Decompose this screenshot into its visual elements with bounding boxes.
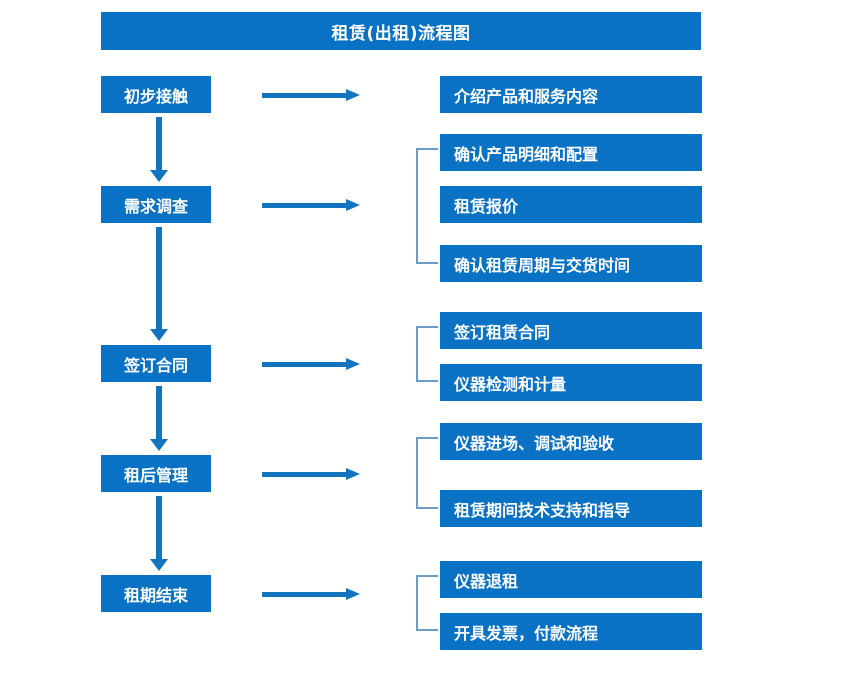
down-arrow-icon-3 <box>150 386 168 451</box>
right-arrow-icon-4 <box>262 466 362 482</box>
arrow-head <box>150 559 168 571</box>
arrow-shaft <box>262 203 348 208</box>
down-arrow-icon-1 <box>150 117 168 182</box>
arrow-shaft <box>156 386 162 439</box>
arrow-shaft <box>156 227 162 329</box>
stage-box-2[interactable]: 需求调查 <box>101 186 211 223</box>
down-arrow-icon-2 <box>150 227 168 341</box>
stage-box-1[interactable]: 初步接触 <box>101 76 211 113</box>
down-arrow-icon-4 <box>150 496 168 571</box>
arrow-shaft <box>262 592 348 597</box>
right-arrow-icon-3 <box>262 356 362 372</box>
detail-box-2[interactable]: 确认产品明细和配置 <box>440 134 702 171</box>
arrow-shaft <box>156 117 162 170</box>
arrow-head <box>346 588 360 600</box>
detail-box-1[interactable]: 介绍产品和服务内容 <box>440 76 702 113</box>
detail-box-3[interactable]: 租赁报价 <box>440 186 702 223</box>
detail-box-8[interactable]: 租赁期间技术支持和指导 <box>440 490 702 527</box>
detail-box-6[interactable]: 仪器检测和计量 <box>440 364 702 401</box>
right-arrow-icon-2 <box>262 197 362 213</box>
arrow-head <box>346 468 360 480</box>
page-title: 租赁(出租)流程图 <box>101 12 701 50</box>
arrow-head <box>150 329 168 341</box>
detail-box-9[interactable]: 仪器退租 <box>440 561 702 598</box>
detail-box-5[interactable]: 签订租赁合同 <box>440 312 702 349</box>
stage-box-5[interactable]: 租期结束 <box>101 575 211 612</box>
arrow-shaft <box>156 496 162 559</box>
stage-box-3[interactable]: 签订合同 <box>101 345 211 382</box>
group-bracket-3 <box>416 437 438 509</box>
arrow-shaft <box>262 362 348 367</box>
arrow-shaft <box>262 93 348 98</box>
arrow-head <box>150 170 168 182</box>
arrow-shaft <box>262 472 348 477</box>
group-bracket-4 <box>416 575 438 631</box>
detail-box-4[interactable]: 确认租赁周期与交货时间 <box>440 245 702 282</box>
group-bracket-2 <box>416 326 438 382</box>
right-arrow-icon-5 <box>262 586 362 602</box>
arrow-head <box>346 89 360 101</box>
detail-box-10[interactable]: 开具发票，付款流程 <box>440 613 702 650</box>
right-arrow-icon-1 <box>262 87 362 103</box>
arrow-head <box>150 439 168 451</box>
stage-box-4[interactable]: 租后管理 <box>101 455 211 492</box>
arrow-head <box>346 358 360 370</box>
arrow-head <box>346 199 360 211</box>
detail-box-7[interactable]: 仪器进场、调试和验收 <box>440 423 702 460</box>
group-bracket-1 <box>416 148 438 264</box>
